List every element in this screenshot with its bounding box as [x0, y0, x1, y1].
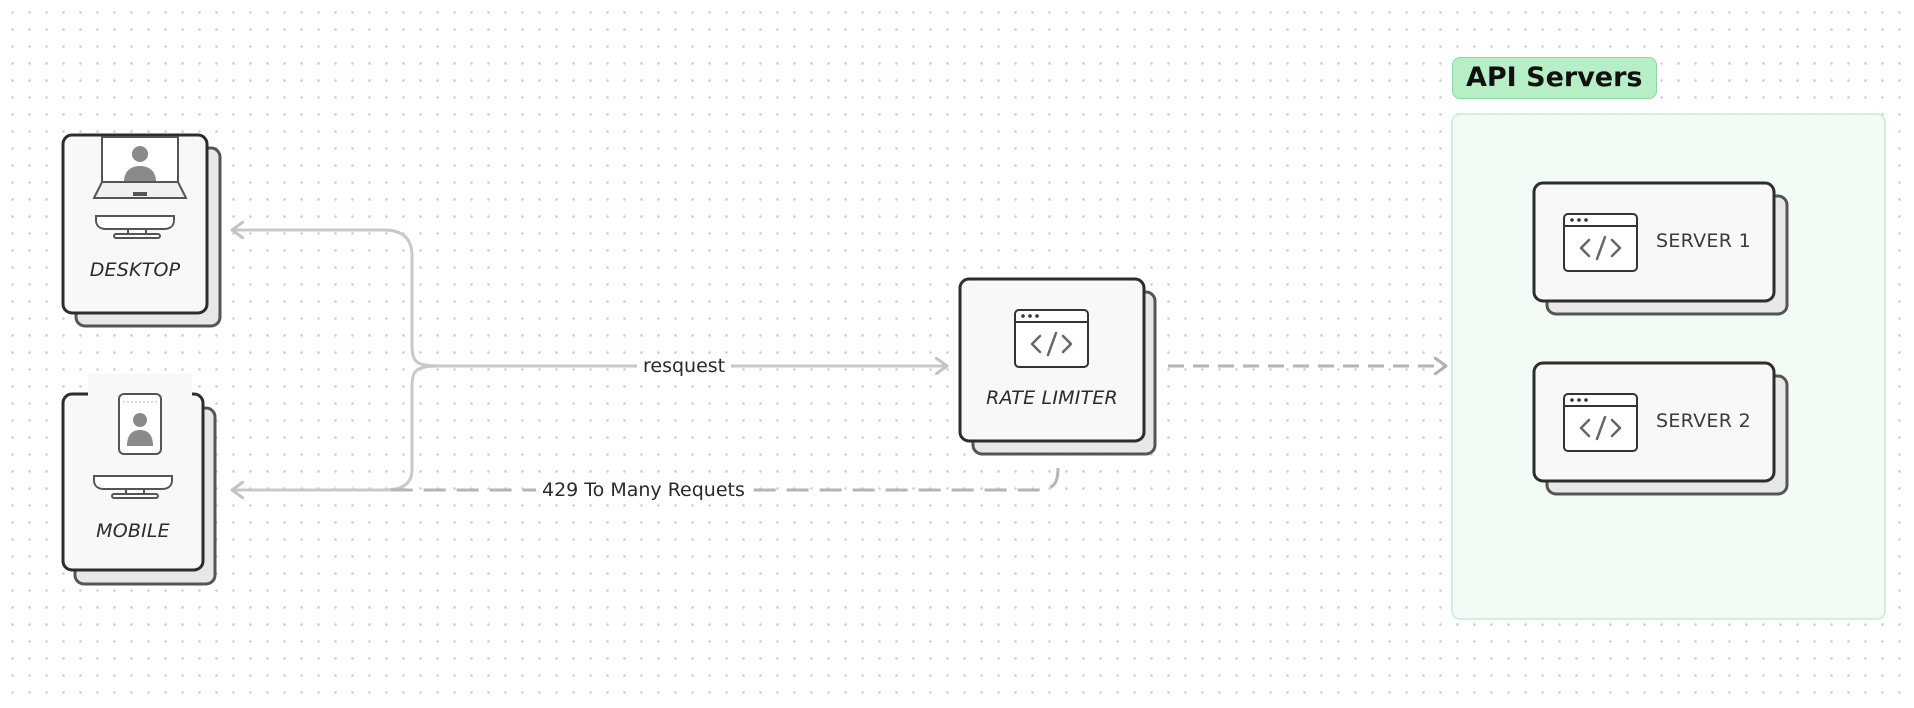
mobile-label: MOBILE: [96, 520, 170, 542]
code-window-icon: [1563, 393, 1638, 452]
too-many-requests-edge-label: 429 To Many Requets: [536, 478, 751, 502]
rate-limiter-label: RATE LIMITER: [986, 387, 1118, 409]
server-1-node[interactable]: [1532, 181, 1789, 316]
server-1-label: SERVER 1: [1656, 230, 1751, 252]
phone-user-icon: [88, 374, 192, 499]
desktop-label: DESKTOP: [89, 259, 181, 281]
desktop-node[interactable]: [61, 133, 222, 328]
laptop-user-icon: [92, 136, 188, 239]
request-edge-label: resquest: [637, 354, 732, 378]
server-2-label: SERVER 2: [1656, 410, 1751, 432]
too-many-requests-connector[interactable]: [380, 467, 1060, 492]
mobile-node[interactable]: [61, 374, 217, 586]
code-window-icon: [1563, 213, 1638, 272]
group-title: API Servers: [1452, 57, 1657, 99]
rate-limiter-node[interactable]: [958, 277, 1157, 456]
request-connector[interactable]: [232, 230, 947, 490]
code-window-icon: [1014, 309, 1089, 368]
server-2-node[interactable]: [1532, 361, 1789, 496]
